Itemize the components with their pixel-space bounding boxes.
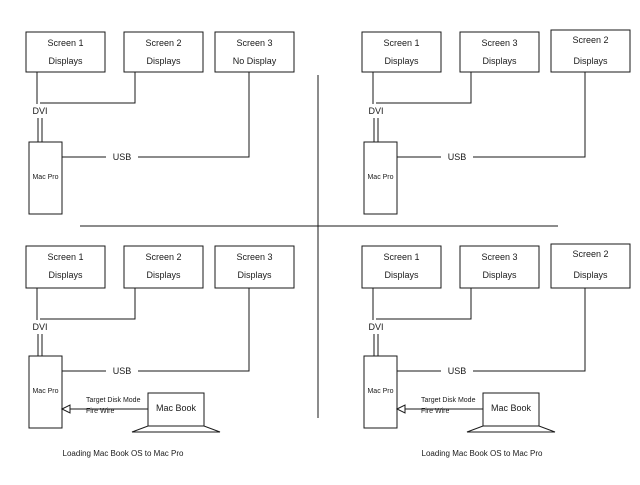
quadrant-top-right: Screen 1 Displays Screen 3 Displays Scre… xyxy=(361,29,631,215)
quadrant-bottom-right: Screen 1 Displays Screen 3 Displays Scre… xyxy=(361,243,631,458)
screen-box xyxy=(361,31,442,73)
screen-name: Screen 3 xyxy=(481,252,517,262)
dvi-label: DVI xyxy=(32,106,47,116)
screen-name: Screen 3 xyxy=(236,38,272,48)
screen-box xyxy=(459,31,540,73)
mac-pro-label: Mac Pro xyxy=(367,174,393,181)
macbook-laptop-icon xyxy=(466,392,556,433)
mac-pro-label: Mac Pro xyxy=(367,388,393,395)
macbook-label: Mac Book xyxy=(156,403,197,413)
quadrant-top-left: Screen 1 Displays Screen 2 Displays Scre… xyxy=(25,31,295,215)
link-label-fire-wire: Fire Wire xyxy=(421,408,449,415)
macbook-label: Mac Book xyxy=(491,403,532,413)
usb-label: USB xyxy=(113,152,132,162)
screen-status: Displays xyxy=(482,56,517,66)
caption: Loading Mac Book OS to Mac Pro xyxy=(63,449,185,458)
screen-box xyxy=(123,31,204,73)
screen-status: Displays xyxy=(146,270,181,280)
screen-box xyxy=(25,31,106,73)
screen-status: Displays xyxy=(482,270,517,280)
screen-status: Displays xyxy=(48,56,83,66)
screen-name: Screen 2 xyxy=(572,249,608,259)
dvi-wire-screen-3 xyxy=(376,288,472,320)
dvi-wire-screen-3 xyxy=(376,72,472,104)
dvi-label: DVI xyxy=(32,322,47,332)
laptop-base xyxy=(131,425,221,433)
screen-name: Screen 2 xyxy=(145,252,181,262)
screen-status: Displays xyxy=(573,56,608,66)
dvi-wire-screen-2 xyxy=(40,288,136,320)
screen-box xyxy=(550,29,631,73)
screen-box xyxy=(214,245,295,289)
link-label-target-disk-mode: Target Disk Mode xyxy=(86,397,141,404)
usb-wire xyxy=(138,288,250,372)
usb-label: USB xyxy=(448,366,467,376)
screen-status: Displays xyxy=(573,270,608,280)
screen-status: Displays xyxy=(237,270,272,280)
screen-box xyxy=(214,31,295,73)
link-label-target-disk-mode: Target Disk Mode xyxy=(421,397,476,404)
screen-box xyxy=(459,245,540,289)
screen-name: Screen 3 xyxy=(481,38,517,48)
dvi-label: DVI xyxy=(368,322,383,332)
laptop-base xyxy=(466,425,556,433)
mac-pro-box xyxy=(28,355,63,429)
mac-pro-box xyxy=(28,141,63,215)
screen-box xyxy=(550,243,631,289)
link-label-fire-wire: Fire Wire xyxy=(86,408,114,415)
screen-name: Screen 2 xyxy=(572,35,608,45)
screen-box xyxy=(25,245,106,289)
screen-name: Screen 1 xyxy=(47,38,83,48)
usb-label: USB xyxy=(448,152,467,162)
screen-name: Screen 1 xyxy=(47,252,83,262)
caption: Loading Mac Book OS to Mac Pro xyxy=(422,449,544,458)
usb-wire xyxy=(473,288,586,372)
mac-pro-label: Mac Pro xyxy=(32,388,58,395)
screen-name: Screen 1 xyxy=(383,38,419,48)
screen-status: Displays xyxy=(384,56,419,66)
screen-box xyxy=(361,245,442,289)
usb-label: USB xyxy=(113,366,132,376)
screen-status: Displays xyxy=(146,56,181,66)
screen-status: Displays xyxy=(384,270,419,280)
firewire-arrow-icon xyxy=(60,404,71,414)
usb-wire xyxy=(138,72,250,158)
macbook-laptop-icon xyxy=(131,392,221,433)
mac-pro-box xyxy=(363,355,398,429)
usb-wire xyxy=(473,72,586,158)
dvi-label: DVI xyxy=(368,106,383,116)
dvi-wire-screen-2 xyxy=(40,72,136,104)
mac-pro-label: Mac Pro xyxy=(32,174,58,181)
quadrant-bottom-left: Screen 1 Displays Screen 2 Displays Scre… xyxy=(25,245,295,458)
screen-status: Displays xyxy=(48,270,83,280)
screen-status: No Display xyxy=(233,56,277,66)
screen-box xyxy=(123,245,204,289)
screen-name: Screen 3 xyxy=(236,252,272,262)
screen-name: Screen 1 xyxy=(383,252,419,262)
firewire-arrow-icon xyxy=(395,404,406,414)
mac-pro-box xyxy=(363,141,398,215)
screen-name: Screen 2 xyxy=(145,38,181,48)
